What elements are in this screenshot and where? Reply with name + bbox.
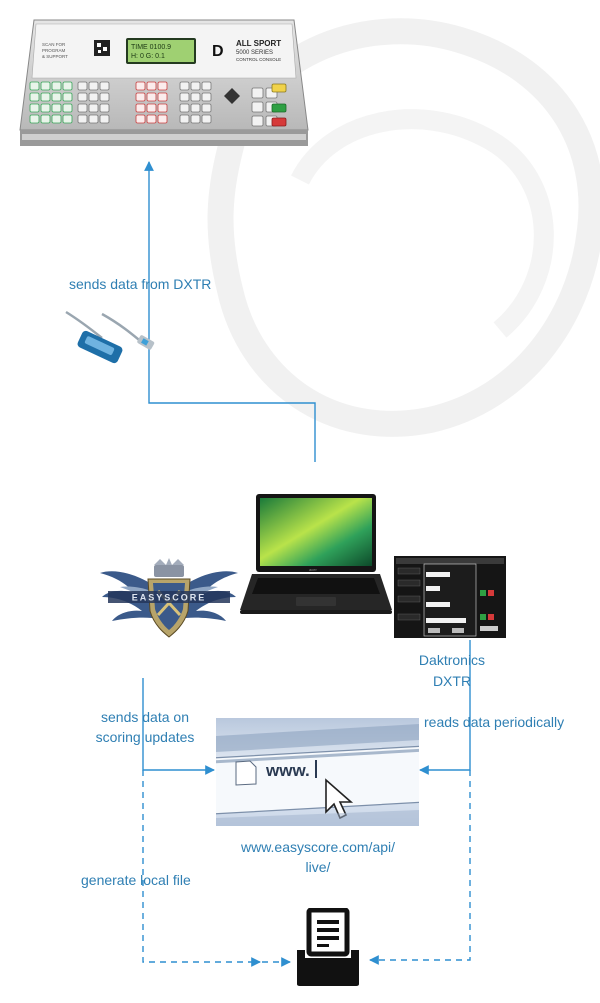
console-key xyxy=(190,92,201,102)
console-key xyxy=(157,92,168,102)
console-key xyxy=(201,81,212,91)
lcd-line-1: TIME 0100.9 xyxy=(131,44,171,51)
console-key xyxy=(201,114,212,124)
console-key xyxy=(62,92,73,102)
console-key xyxy=(190,114,201,124)
dashed-connector-easyscore-to-printer xyxy=(142,770,261,967)
label-url-line-1: www.easyscore.com/api/ xyxy=(240,839,396,855)
easyscore-crest-logo: EASYSCORE xyxy=(100,558,238,638)
console-key xyxy=(88,92,99,102)
console-key xyxy=(201,92,212,102)
console-key xyxy=(146,103,157,113)
console-key xyxy=(157,114,168,124)
console-key xyxy=(146,81,157,91)
console-key xyxy=(157,103,168,113)
console-key xyxy=(157,81,168,91)
console-key xyxy=(77,92,88,102)
lcd-line-2: H: 0 G: 0.1 xyxy=(131,53,165,60)
easyscore-logo-text: EASYSCORE xyxy=(132,593,207,603)
console-key xyxy=(77,103,88,113)
console-key xyxy=(29,81,40,91)
console-dpad xyxy=(224,88,240,104)
label-reads-data-periodically: reads data periodically xyxy=(424,714,565,730)
label-scoring-updates: scoring updates xyxy=(95,729,195,745)
dxtr-software-window xyxy=(394,556,506,638)
console-key xyxy=(251,101,264,113)
console-key xyxy=(62,81,73,91)
label-sends-data-on: sends data on xyxy=(101,709,189,725)
label-daktronics: Daktronics xyxy=(418,652,486,668)
console-key xyxy=(88,103,99,113)
console-brand-line-2: 5000 SERIES xyxy=(236,50,273,56)
svg-text:acer: acer xyxy=(309,567,317,572)
console-key xyxy=(135,103,146,113)
console-key xyxy=(99,92,110,102)
console-key xyxy=(40,81,51,91)
browser-address-bar-icon: www. xyxy=(216,718,419,826)
console-key xyxy=(62,103,73,113)
console-key xyxy=(77,114,88,124)
console-key xyxy=(251,87,264,99)
console-key xyxy=(135,92,146,102)
console-key xyxy=(179,81,190,91)
console-key xyxy=(99,81,110,91)
console-key xyxy=(201,103,212,113)
console-brand-line-3: CONTROL CONSOLE xyxy=(236,57,281,62)
printer-file-icon xyxy=(297,908,359,986)
console-logo-letter: D xyxy=(212,43,224,60)
laptop-icon: acer xyxy=(240,494,392,614)
console-key xyxy=(51,103,62,113)
console-brand-line-1: ALL SPORT xyxy=(236,39,281,48)
console-key xyxy=(40,114,51,124)
solid-connector-laptop-to-console xyxy=(144,161,316,462)
svg-text:& SUPPORT: & SUPPORT xyxy=(42,54,68,59)
console-key xyxy=(88,81,99,91)
console-key xyxy=(62,114,73,124)
console-key xyxy=(51,81,62,91)
browser-address-text: www. xyxy=(265,761,310,780)
console-key xyxy=(99,114,110,124)
console-key xyxy=(190,81,201,91)
svg-text:SCAN FOR: SCAN FOR xyxy=(42,42,66,47)
console-key xyxy=(135,114,146,124)
console-key xyxy=(190,103,201,113)
svg-text:PROGRAM: PROGRAM xyxy=(42,48,66,53)
console-key xyxy=(179,103,190,113)
console-key xyxy=(29,114,40,124)
console-key xyxy=(51,92,62,102)
console-key xyxy=(77,81,88,91)
console-key xyxy=(179,92,190,102)
scoreboard-console-icon: SCAN FOR PROGRAM & SUPPORT TIME 0100.9 H… xyxy=(19,19,309,146)
label-url-line-2: live/ xyxy=(305,859,331,875)
console-key xyxy=(40,92,51,102)
console-key xyxy=(271,117,287,127)
console-key xyxy=(51,114,62,124)
label-dxtr: DXTR xyxy=(432,673,472,689)
console-key xyxy=(40,103,51,113)
console-key xyxy=(29,92,40,102)
dashed-connector-dxtr-to-printer xyxy=(369,770,471,965)
console-key xyxy=(271,83,287,93)
console-key xyxy=(146,92,157,102)
console-key xyxy=(135,81,146,91)
label-sends-data-from-dxtr: sends data from DXTR xyxy=(69,276,212,292)
console-key xyxy=(251,115,264,127)
console-key xyxy=(88,114,99,124)
console-key xyxy=(99,103,110,113)
console-key xyxy=(29,103,40,113)
console-key xyxy=(146,114,157,124)
serial-usb-cable-icon xyxy=(65,310,155,364)
label-generate-local-file: generate local file xyxy=(81,872,191,888)
console-key xyxy=(271,103,287,113)
console-key xyxy=(179,114,190,124)
